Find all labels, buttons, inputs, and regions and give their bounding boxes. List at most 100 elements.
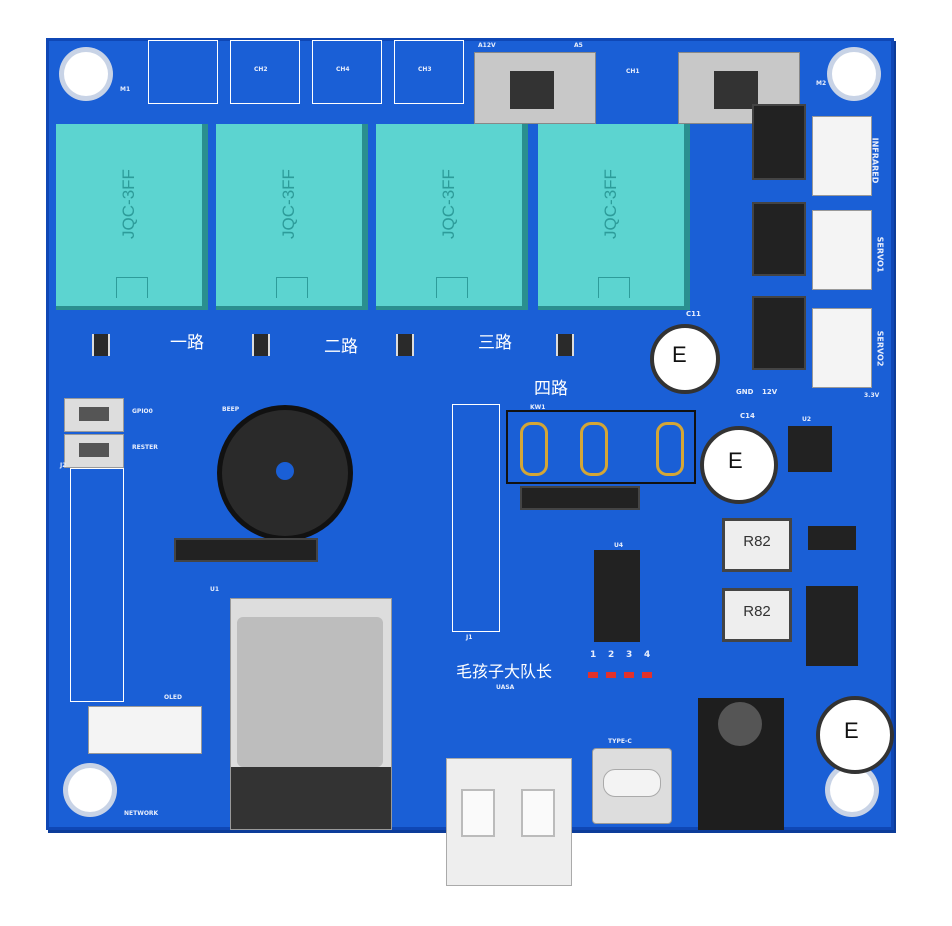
type-c-opening bbox=[603, 769, 661, 797]
pin-header-uart[interactable] bbox=[520, 486, 640, 510]
power-switch-left[interactable] bbox=[474, 52, 596, 124]
label-ch2: CH2 bbox=[254, 66, 268, 73]
label-ch3: CH3 bbox=[418, 66, 432, 73]
relay-4: JQC-3FF bbox=[538, 124, 690, 310]
label-beep: BEEP bbox=[222, 406, 240, 413]
label-servo1: SERVO1 bbox=[875, 236, 885, 273]
label-gpio0: GPIO0 bbox=[132, 408, 153, 415]
label-m2: M2 bbox=[816, 80, 827, 87]
switch-knob bbox=[714, 71, 758, 109]
signature-text: 毛孩子大队长 bbox=[456, 662, 553, 681]
connector-infrared[interactable] bbox=[812, 116, 872, 196]
label-c11: C11 bbox=[686, 310, 701, 318]
cap-mark: E bbox=[672, 342, 687, 367]
label-switch-a12v: A12V bbox=[478, 42, 496, 49]
ic-u4 bbox=[594, 550, 640, 642]
cap-mark: E bbox=[844, 718, 859, 743]
inductor-label: R82 bbox=[743, 603, 771, 620]
kw1-pad bbox=[656, 422, 684, 476]
label-u1: U1 bbox=[210, 586, 220, 593]
label-ch4: CH4 bbox=[336, 66, 350, 73]
label-gnd: GND bbox=[736, 388, 754, 396]
led-number-3: 3 bbox=[626, 650, 633, 660]
diode-d8 bbox=[808, 526, 856, 550]
esp-wifi-module bbox=[230, 598, 392, 830]
usb-a-port[interactable] bbox=[446, 758, 572, 886]
mounting-hole-bottom-right bbox=[830, 768, 874, 812]
pin-header-j2[interactable] bbox=[70, 468, 124, 702]
status-led-1 bbox=[588, 672, 598, 678]
led-number-2: 2 bbox=[608, 650, 615, 660]
switch-kw1 bbox=[506, 410, 696, 484]
label-uasa: UASA bbox=[496, 684, 515, 691]
status-led-4 bbox=[642, 672, 652, 678]
status-led-2 bbox=[606, 672, 616, 678]
pcb-board: M1 M2 CH2 CH4 CH3 CH1 A12V A5 JQC-3FF JQ… bbox=[46, 38, 894, 830]
pin-header-j1[interactable] bbox=[452, 404, 500, 632]
channel-label-3: 三路 bbox=[478, 333, 512, 353]
led-number-4: 4 bbox=[644, 650, 651, 660]
buzzer-hole bbox=[276, 462, 294, 480]
capacitor-bottom-right: E bbox=[816, 696, 894, 774]
capacitor-c14: E bbox=[700, 426, 778, 504]
kw1-pad bbox=[520, 422, 548, 476]
pin-header-servo2[interactable] bbox=[752, 296, 806, 370]
pin-header-servo1[interactable] bbox=[752, 202, 806, 276]
label-infrared: INFRARED bbox=[870, 137, 880, 184]
inductor-bottom: R82 bbox=[722, 588, 792, 642]
relay-3: JQC-3FF bbox=[376, 124, 528, 310]
relay-label: JQC-3FF bbox=[119, 169, 138, 239]
mounting-hole-bottom-left bbox=[68, 768, 112, 812]
button-actuator bbox=[79, 407, 109, 421]
terminal-block-4 bbox=[394, 40, 464, 104]
kw1-pad bbox=[580, 422, 608, 476]
terminal-block-2 bbox=[230, 40, 300, 104]
label-u4: U4 bbox=[614, 542, 624, 549]
relay-1: JQC-3FF bbox=[56, 124, 208, 310]
label-network: NETWORK bbox=[124, 810, 159, 817]
label-j2: J2 bbox=[60, 462, 67, 469]
terminal-block-1 bbox=[148, 40, 218, 104]
label-u2: U2 bbox=[802, 416, 812, 423]
label-switch-a5: A5 bbox=[574, 42, 583, 49]
channel-label-2: 二路 bbox=[324, 337, 358, 357]
relay-notch bbox=[116, 277, 148, 298]
inductor-label: R82 bbox=[743, 533, 771, 550]
oled-connector[interactable] bbox=[88, 706, 202, 754]
relay-label: JQC-3FF bbox=[439, 169, 458, 239]
label-rester: RESTER bbox=[132, 444, 158, 451]
usb-slot bbox=[461, 789, 495, 837]
status-led-3 bbox=[624, 672, 634, 678]
module-antenna bbox=[231, 767, 391, 829]
relay-notch bbox=[598, 277, 630, 298]
button-actuator bbox=[79, 443, 109, 457]
label-kw1: KW1 bbox=[530, 404, 546, 411]
usb-type-c-port[interactable] bbox=[592, 748, 672, 824]
smd-diode bbox=[396, 334, 414, 356]
smd-diode bbox=[556, 334, 574, 356]
label-oled: OLED bbox=[164, 694, 183, 701]
regulator-to220 bbox=[806, 586, 858, 666]
connector-servo2[interactable] bbox=[812, 308, 872, 388]
capacitor-c11: E bbox=[650, 324, 720, 394]
smd-diode bbox=[92, 334, 110, 356]
connector-servo1[interactable] bbox=[812, 210, 872, 290]
switch-knob bbox=[510, 71, 554, 109]
gpio0-button[interactable] bbox=[64, 398, 124, 432]
module-shield-can bbox=[237, 617, 383, 767]
label-ch1: CH1 bbox=[626, 68, 640, 75]
inductor-top: R82 bbox=[722, 518, 792, 572]
label-servo2: SERVO2 bbox=[875, 330, 885, 367]
pin-header-left-horizontal[interactable] bbox=[174, 538, 318, 562]
dc-barrel-jack[interactable] bbox=[698, 698, 784, 830]
relay-label: JQC-3FF bbox=[601, 169, 620, 239]
pin-header-infrared[interactable] bbox=[752, 104, 806, 180]
usb-slot bbox=[521, 789, 555, 837]
barrel-bore bbox=[718, 702, 762, 746]
mounting-hole-top-right bbox=[832, 52, 876, 96]
relay-2: JQC-3FF bbox=[216, 124, 368, 310]
relay-notch bbox=[276, 277, 308, 298]
smd-diode bbox=[252, 334, 270, 356]
reset-button[interactable] bbox=[64, 434, 124, 468]
led-number-1: 1 bbox=[590, 650, 597, 660]
